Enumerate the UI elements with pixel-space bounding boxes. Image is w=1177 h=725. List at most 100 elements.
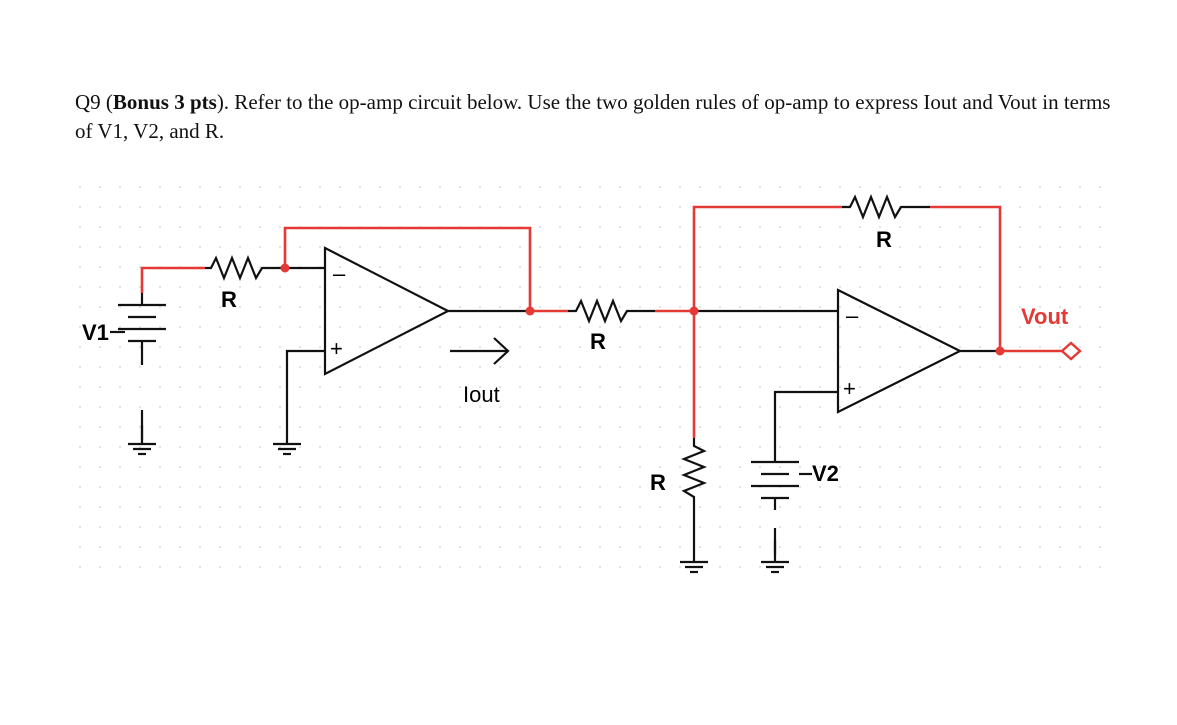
wire-feedback-1 [283, 226, 532, 311]
grid-dot [1059, 346, 1061, 348]
grid-dot [1059, 546, 1061, 548]
grid-dot [519, 446, 521, 448]
grid-dot [679, 466, 681, 468]
grid-dot [659, 266, 661, 268]
grid-dot [639, 226, 641, 228]
grid-dot [159, 406, 161, 408]
grid-dot [479, 506, 481, 508]
grid-dot [499, 326, 501, 328]
grid-dot [359, 506, 361, 508]
grid-dot [479, 486, 481, 488]
grid-dot [199, 486, 201, 488]
grid-dot [839, 426, 841, 428]
grid-dot [219, 466, 221, 468]
grid-dot [439, 206, 441, 208]
grid-dot [919, 266, 921, 268]
grid-dot [279, 506, 281, 508]
grid-dot [779, 386, 781, 388]
grid-dot [719, 226, 721, 228]
grid-dot [819, 366, 821, 368]
grid-dot [739, 366, 741, 368]
grid-dot [99, 306, 101, 308]
grid-dot [479, 566, 481, 568]
grid-dot [259, 226, 261, 228]
grid-dot [579, 286, 581, 288]
grid-dot [219, 286, 221, 288]
grid-dot [459, 306, 461, 308]
grid-dot [659, 186, 661, 188]
grid-dot [739, 226, 741, 228]
grid-dot [539, 386, 541, 388]
grid-dot [79, 326, 81, 328]
grid-dot [1079, 226, 1081, 228]
grid-dot [859, 346, 861, 348]
grid-dot [659, 366, 661, 368]
grid-dot [879, 206, 881, 208]
grid-dot [619, 206, 621, 208]
grid-dot [359, 466, 361, 468]
grid-dot [259, 506, 261, 508]
grid-dot [139, 526, 141, 528]
grid-dot [279, 526, 281, 528]
grid-dot [1079, 406, 1081, 408]
label-vout: Vout [1021, 304, 1069, 329]
grid-dot [1079, 186, 1081, 188]
grid-dot [579, 506, 581, 508]
grid-dot [679, 366, 681, 368]
grid-dot [79, 386, 81, 388]
grid-dot [279, 206, 281, 208]
grid-dot [179, 386, 181, 388]
grid-dot [519, 406, 521, 408]
bonus-points: Bonus 3 pts [112, 90, 217, 114]
grid-dot [959, 386, 961, 388]
grid-dot [439, 326, 441, 328]
grid-dot [1099, 186, 1101, 188]
grid-dot [859, 486, 861, 488]
grid-dot [239, 246, 241, 248]
grid-dot [779, 286, 781, 288]
grid-dot [619, 326, 621, 328]
grid-dot [719, 426, 721, 428]
grid-dot [359, 446, 361, 448]
grid-dot [1079, 526, 1081, 528]
grid-dot [279, 546, 281, 548]
grid-dot [939, 486, 941, 488]
grid-dot [259, 286, 261, 288]
grid-dot [1079, 206, 1081, 208]
grid-dot [439, 246, 441, 248]
grid-dot [839, 386, 841, 388]
grid-dot [799, 186, 801, 188]
grid-dot [259, 366, 261, 368]
grid-dot [319, 386, 321, 388]
grid-dot [159, 566, 161, 568]
grid-dot [359, 246, 361, 248]
grid-dot [919, 486, 921, 488]
grid-dot [79, 466, 81, 468]
grid-dot [539, 286, 541, 288]
grid-dot [759, 246, 761, 248]
grid-dot [1039, 186, 1041, 188]
grid-dot [879, 366, 881, 368]
grid-dot [219, 486, 221, 488]
grid-dot [179, 246, 181, 248]
grid-dot [579, 426, 581, 428]
grid-dot [579, 266, 581, 268]
grid-dot [779, 426, 781, 428]
grid-dot [939, 406, 941, 408]
grid-dot [339, 326, 341, 328]
grid-dot [419, 266, 421, 268]
grid-dot [1079, 266, 1081, 268]
grid-dot [519, 246, 521, 248]
grid-dot [199, 446, 201, 448]
grid-dot [659, 506, 661, 508]
grid-dot [979, 466, 981, 468]
grid-dot [99, 206, 101, 208]
grid-dot [459, 546, 461, 548]
grid-dot [599, 386, 601, 388]
grid-dot [439, 506, 441, 508]
grid-dot [519, 526, 521, 528]
grid-dot [979, 306, 981, 308]
grid-dot [579, 326, 581, 328]
grid-dot [799, 386, 801, 388]
grid-dot [759, 526, 761, 528]
